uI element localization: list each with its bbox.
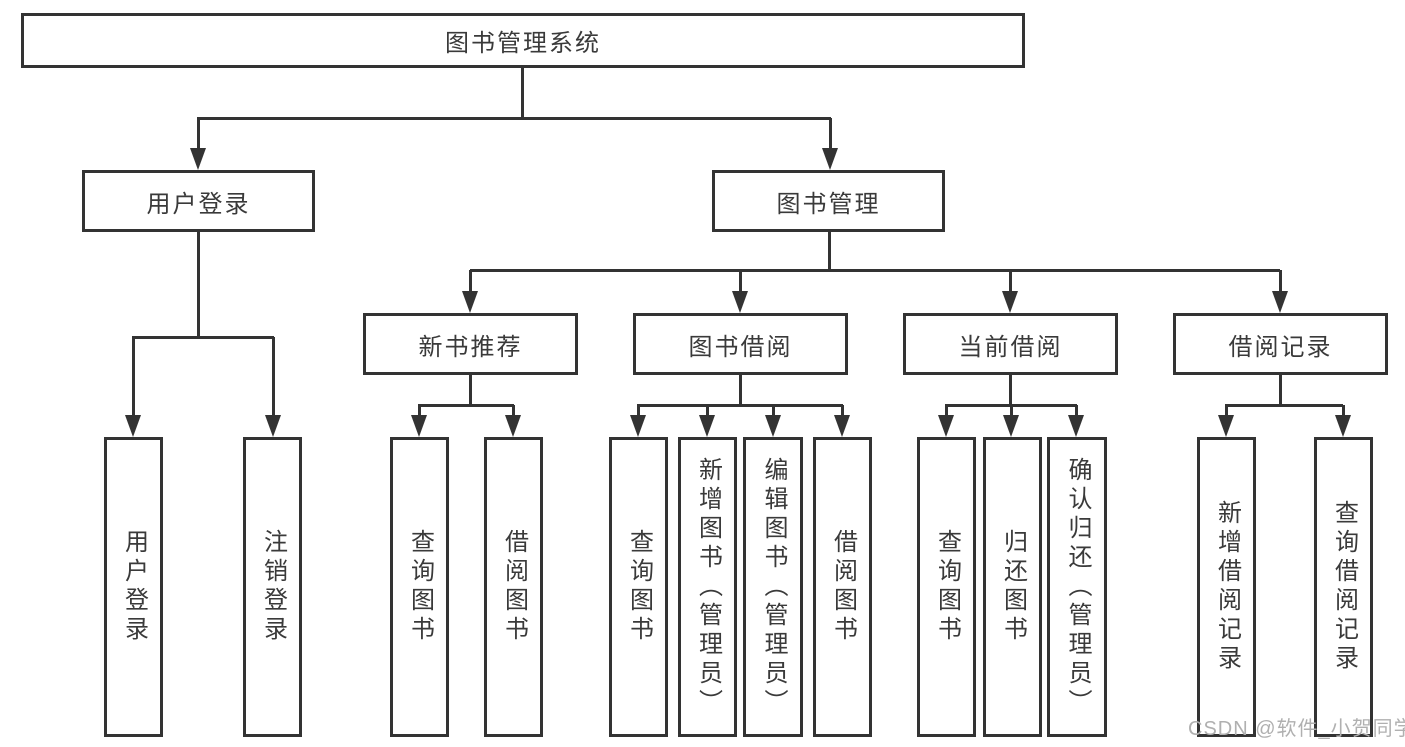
leaf-query-books-borrow: 查询图书: [609, 437, 668, 737]
leaf-query-books-recommend: 查询图书: [390, 437, 449, 737]
arrow-head: [411, 415, 427, 437]
arrow-head: [1272, 291, 1288, 313]
arrow-head: [505, 415, 521, 437]
connector-line: [272, 337, 275, 415]
connector-line: [828, 232, 831, 270]
node-user-login: 用户登录: [82, 170, 315, 232]
arrow-head: [265, 415, 281, 437]
connector-line: [1342, 405, 1345, 417]
connector-line: [945, 405, 948, 417]
connector-line: [197, 118, 200, 150]
connector-line: [469, 375, 472, 405]
connector-line: [772, 405, 775, 417]
leaf-confirm-return-admin: 确认归还（管理员）: [1047, 437, 1107, 737]
connector-line: [637, 405, 640, 417]
arrow-head: [1335, 415, 1351, 437]
connector-line: [1009, 375, 1012, 405]
connector-line: [470, 269, 1280, 272]
leaf-add-borrow-record: 新增借阅记录: [1197, 437, 1256, 737]
arrow-head: [699, 415, 715, 437]
node-new-book-recommend: 新书推荐: [363, 313, 578, 375]
connector-line: [418, 404, 514, 407]
leaf-logout: 注销登录: [243, 437, 302, 737]
csdn-watermark: CSDN @软件_小贺同学: [1188, 718, 1405, 740]
arrow-head: [1068, 415, 1084, 437]
connector-line: [1225, 405, 1228, 417]
connector-line: [197, 117, 831, 120]
arrow-head: [462, 291, 478, 313]
leaf-borrow-books-recommend: 借阅图书: [484, 437, 543, 737]
node-book-management: 图书管理: [712, 170, 945, 232]
leaf-borrow-books-borrow: 借阅图书: [813, 437, 872, 737]
connector-line: [739, 270, 742, 293]
arrow-head: [938, 415, 954, 437]
connector-line: [829, 118, 832, 150]
connector-line: [469, 270, 472, 293]
leaf-query-books-current: 查询图书: [917, 437, 976, 737]
connector-line: [841, 405, 844, 417]
connector-line: [512, 405, 515, 417]
node-root-system: 图书管理系统: [21, 13, 1025, 68]
connector-line: [739, 375, 742, 405]
connector-line: [521, 68, 524, 118]
connector-line: [1010, 405, 1013, 417]
connector-line: [197, 232, 200, 337]
connector-line: [1075, 405, 1078, 417]
arrow-head: [1002, 291, 1018, 313]
connector-line: [132, 336, 274, 339]
leaf-query-borrow-record: 查询借阅记录: [1314, 437, 1373, 737]
connector-line: [1279, 375, 1282, 405]
arrow-head: [190, 148, 206, 170]
leaf-return-book: 归还图书: [983, 437, 1042, 737]
leaf-edit-book-admin: 编辑图书（管理员）: [743, 437, 803, 737]
connector-line: [418, 405, 421, 417]
connector-line: [132, 337, 135, 415]
arrow-head: [732, 291, 748, 313]
arrow-head: [822, 148, 838, 170]
connector-line: [1009, 270, 1012, 293]
connector-line: [1225, 404, 1343, 407]
arrow-head: [125, 415, 141, 437]
arrow-head: [834, 415, 850, 437]
arrow-head: [630, 415, 646, 437]
leaf-user-login: 用户登录: [104, 437, 163, 737]
node-book-borrow: 图书借阅: [633, 313, 848, 375]
connector-line: [637, 404, 843, 407]
node-current-borrow: 当前借阅: [903, 313, 1118, 375]
leaf-add-book-admin: 新增图书（管理员）: [678, 437, 737, 737]
arrow-head: [765, 415, 781, 437]
connector-line: [706, 405, 709, 417]
connector-line: [1279, 270, 1282, 293]
arrow-head: [1218, 415, 1234, 437]
node-borrow-records: 借阅记录: [1173, 313, 1388, 375]
arrow-head: [1003, 415, 1019, 437]
